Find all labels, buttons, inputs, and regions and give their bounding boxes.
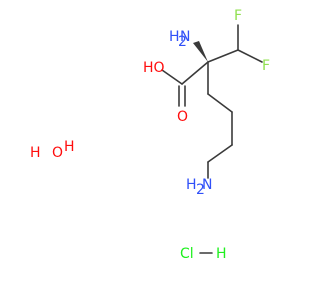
- water-h-1: H: [30, 145, 41, 161]
- bond-c-chf2: [207, 49, 239, 63]
- bond-chain-4: [207, 144, 233, 163]
- atom-nh2-top-h: H: [169, 29, 180, 45]
- atom-nh2-top-n: N: [180, 29, 190, 45]
- molecule-canvas: H N 2 F F HO O H N 2 H O H Cl H: [30, 8, 270, 262]
- salt-cl: Cl: [180, 246, 194, 262]
- atom-o: O: [177, 109, 188, 125]
- structure-diagram: H N 2 F F HO O H N 2 H O H Cl H: [30, 8, 270, 262]
- atom-ho: HO: [143, 60, 165, 76]
- bond-c-carboxyl: [181, 61, 209, 85]
- water-h-2: H: [64, 139, 75, 155]
- atom-f-right: F: [262, 58, 270, 74]
- bond-c-oh: [161, 69, 183, 85]
- bond-chain-2: [207, 93, 233, 113]
- atom-f-top: F: [234, 8, 242, 24]
- atom-nh2-bottom-h: H: [186, 177, 197, 193]
- atom-nh2-bottom-n: N: [202, 177, 212, 193]
- water-o: O: [52, 145, 63, 161]
- atom-nh2-bottom-sub: 2: [196, 182, 205, 198]
- atom-nh2-top-sub: 2: [178, 34, 187, 50]
- wedge-bond-nh2: [193, 41, 208, 62]
- bond-c-f-right: [237, 49, 263, 63]
- salt-h: H: [216, 246, 227, 262]
